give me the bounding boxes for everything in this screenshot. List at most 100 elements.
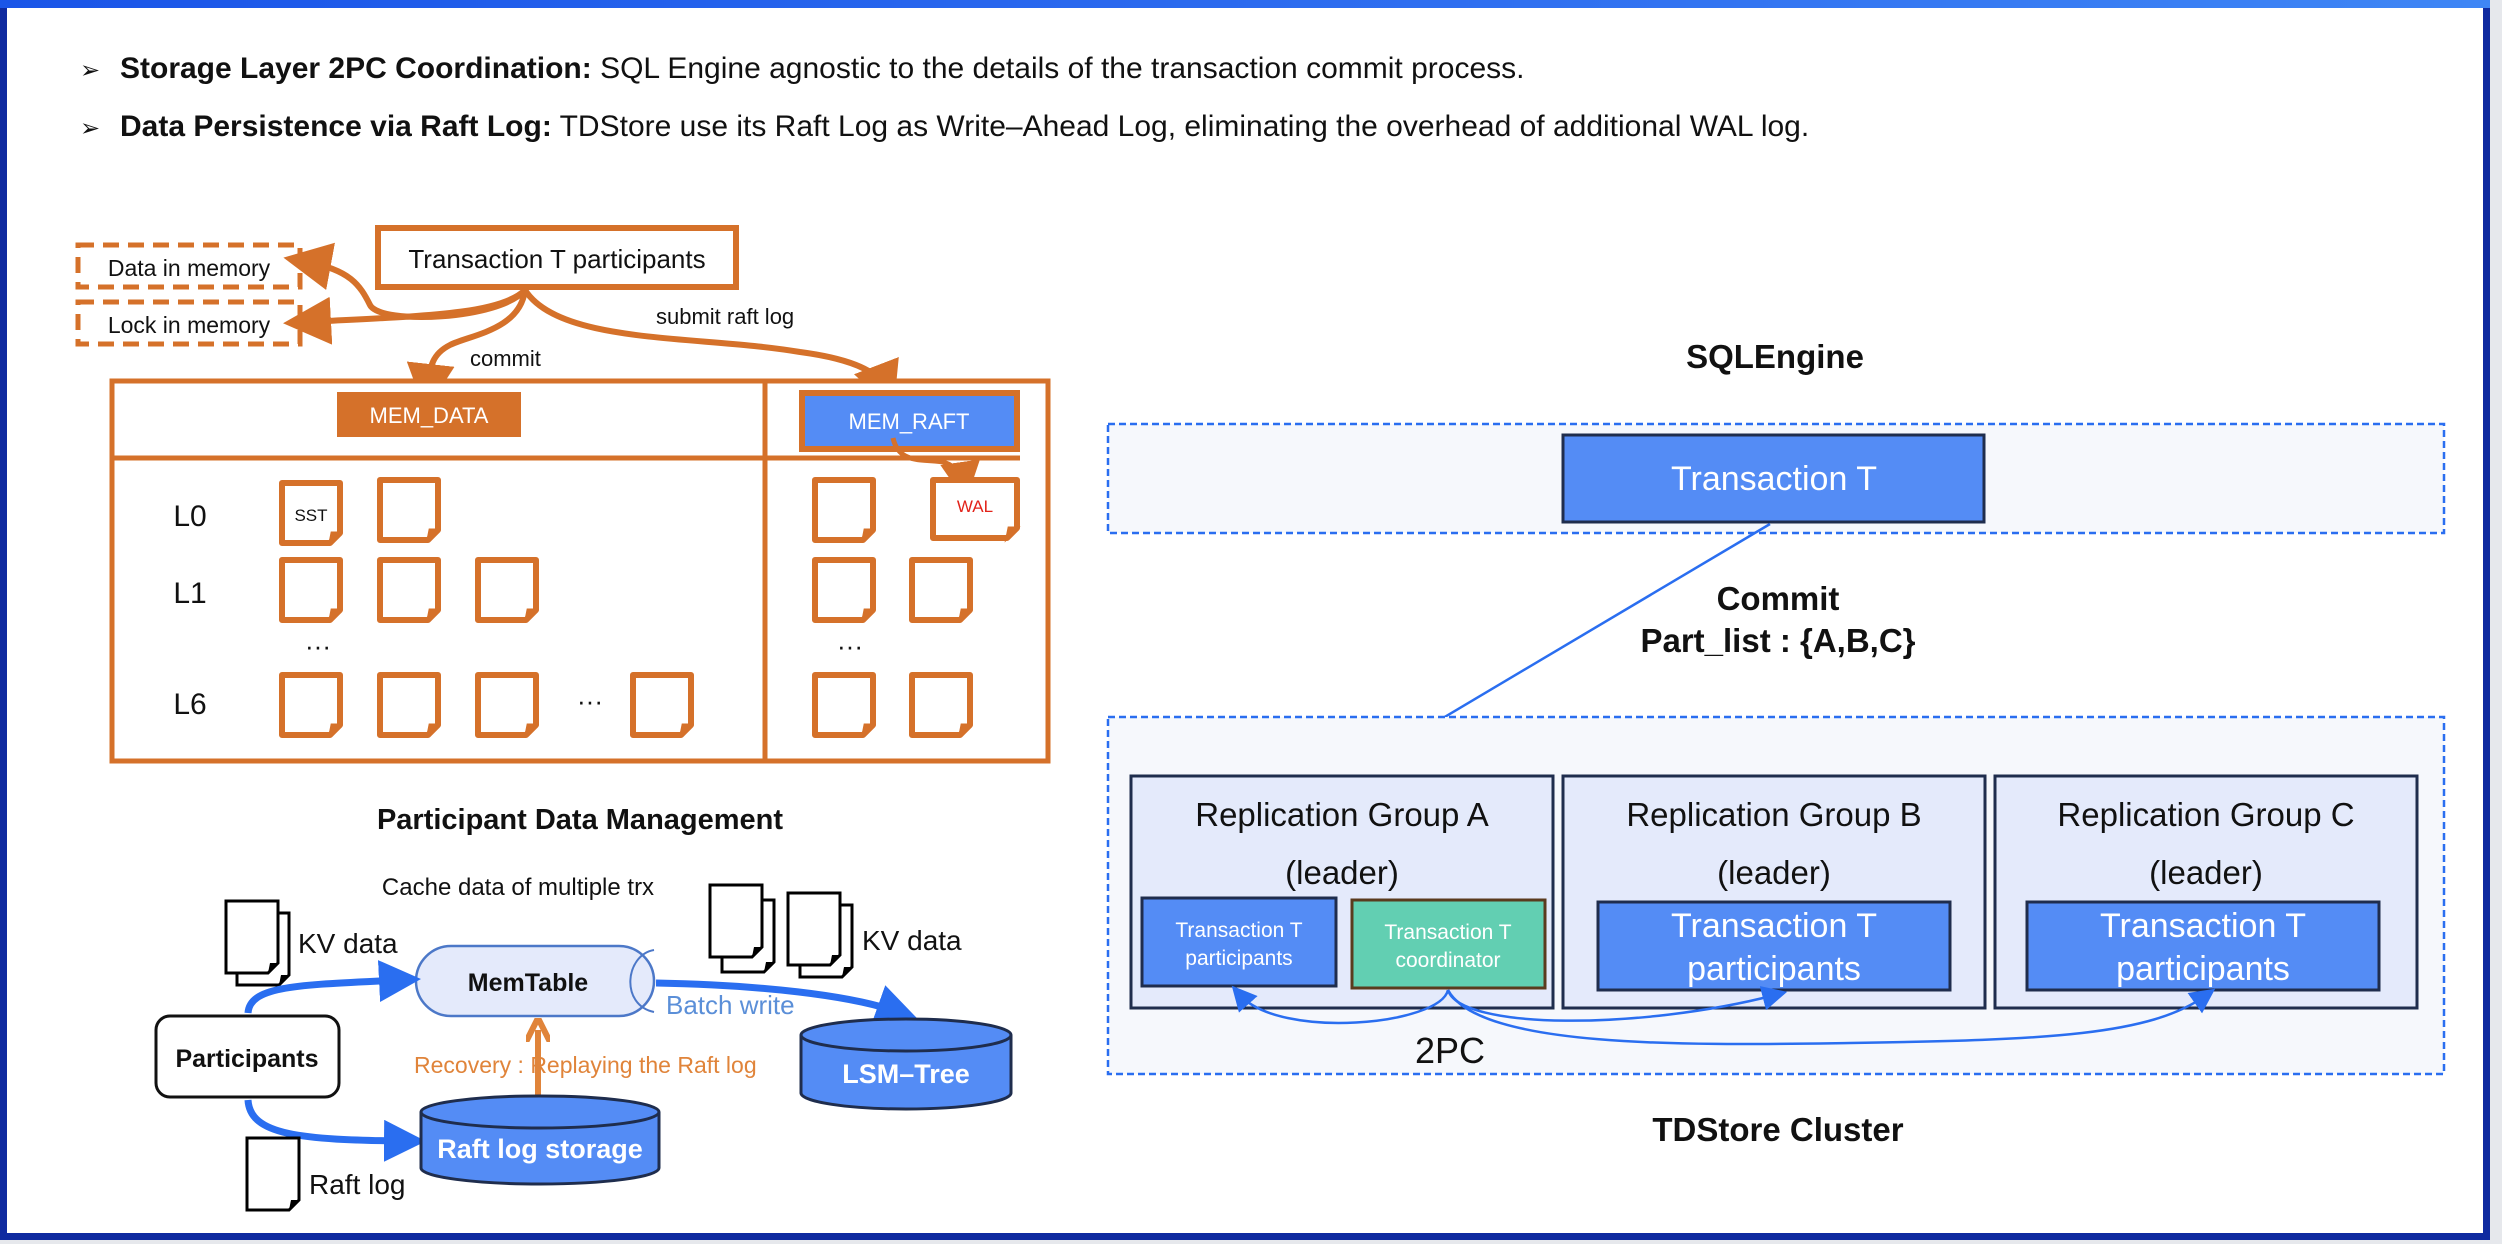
ellipsis-l6: ··· xyxy=(577,686,603,716)
file-icon xyxy=(478,675,536,735)
file-icon xyxy=(380,560,438,620)
kv-data-left-label: KV data xyxy=(298,928,398,959)
replication-group-b: Replication Group B (leader) Transaction… xyxy=(1561,774,1987,1010)
level-label-l6: L6 xyxy=(173,688,206,721)
document-icon xyxy=(224,899,280,975)
svg-text:coordinator: coordinator xyxy=(1395,949,1500,972)
batch-write-arrow xyxy=(655,979,918,1025)
svg-text:Transaction T: Transaction T xyxy=(1384,921,1511,944)
submit-raft-log-arrow xyxy=(522,288,899,411)
svg-text:Transaction T: Transaction T xyxy=(1175,919,1302,942)
raft-log-document-icon xyxy=(245,1136,301,1212)
file-icon xyxy=(912,675,970,735)
group-b-participants-node: Transaction T participants xyxy=(1596,900,1952,992)
wal-label: WAL xyxy=(957,497,993,516)
svg-text:MemTable: MemTable xyxy=(468,969,588,997)
participant-flow-arrows xyxy=(244,960,918,1162)
ellipsis-left: ··· xyxy=(305,631,331,661)
memtable-node: MemTable xyxy=(414,944,656,1018)
group-c-participants-node: Transaction T participants xyxy=(2025,900,2381,992)
batch-write-label: Batch write xyxy=(666,990,795,1020)
svg-text:Raft log storage: Raft log storage xyxy=(437,1134,643,1164)
two-phase-commit-arrows xyxy=(1231,985,2216,1046)
bullet-text: TDStore use its Raft Log as Write–Ahead … xyxy=(551,110,1810,143)
bullet-2pc: ➢ Storage Layer 2PC Coordination: SQL Eng… xyxy=(80,52,1524,86)
memory-dashed-box-data: Data in memory xyxy=(75,242,303,290)
group-a-participants-node: Transaction T participants xyxy=(1140,896,1338,988)
2pc-arrow-to-c xyxy=(1446,988,2216,1046)
lsm-tree-cylinder: LSM–Tree xyxy=(799,1017,1013,1111)
arrowhead-bullet-icon: ➢ xyxy=(80,115,101,142)
replication-group-a: Replication Group A (leader) Transaction… xyxy=(1129,774,1555,1010)
submit-raft-log-label: submit raft log xyxy=(656,304,794,329)
mem-data-box: MEM_DATA xyxy=(337,392,521,437)
svg-text:Replication Group C: Replication Group C xyxy=(2057,796,2354,833)
2pc-label: 2PC xyxy=(1415,1030,1485,1071)
file-icon xyxy=(282,560,340,620)
svg-text:LSM–Tree: LSM–Tree xyxy=(842,1059,970,1089)
svg-text:participants: participants xyxy=(2116,950,2290,988)
svg-text:Transaction T: Transaction T xyxy=(1671,460,1877,498)
bullet-raft: ➢ Data Persistence via Raft Log: TDStore … xyxy=(80,110,1809,144)
svg-text:participants: participants xyxy=(1185,947,1292,970)
kv-files-left xyxy=(224,899,291,987)
lock-in-memory-label: Lock in memory xyxy=(108,312,271,338)
svg-text:Transaction T: Transaction T xyxy=(2100,907,2306,945)
bullet-text: SQL Engine agnostic to the details of th… xyxy=(591,52,1525,85)
mem-raft-box: MEM_RAFT xyxy=(799,390,1020,452)
raft-log-label: Raft log xyxy=(309,1169,406,1200)
transaction-participants-box: Transaction T participants xyxy=(375,225,739,290)
raft-files: WAL xyxy=(815,477,1021,735)
bullet-title: Data Persistence via Raft Log: xyxy=(120,110,552,143)
svg-text:Transaction T participants: Transaction T participants xyxy=(408,244,705,274)
commit-title: Commit xyxy=(1717,580,1840,617)
kv-data-right-label: KV data xyxy=(862,925,962,956)
transaction-node: Transaction T xyxy=(1561,433,1986,524)
memory-dashed-box-lock: Lock in memory xyxy=(75,299,303,347)
svg-text:Transaction T: Transaction T xyxy=(1671,907,1877,945)
svg-text:Replication Group B: Replication Group B xyxy=(1626,796,1921,833)
svg-text:MEM_RAFT: MEM_RAFT xyxy=(849,409,970,434)
bullet-title: Storage Layer 2PC Coordination: xyxy=(120,52,592,85)
arrowhead-bullet-icon: ➢ xyxy=(80,57,101,84)
mem-raft-to-wal-arrow xyxy=(890,437,980,502)
file-icon xyxy=(912,560,970,620)
level-label-l0: L0 xyxy=(173,500,206,533)
2pc-arrow-to-a xyxy=(1231,985,1450,1025)
sst-label: SST xyxy=(294,506,327,525)
commit-arrow xyxy=(406,289,528,412)
svg-text:participants: participants xyxy=(1687,950,1861,988)
document-icon xyxy=(786,891,842,967)
file-icon xyxy=(815,560,873,620)
wal-file-icon xyxy=(930,477,1021,543)
arrow-to-lock-memory xyxy=(283,287,528,345)
svg-text:MEM_DATA: MEM_DATA xyxy=(370,403,489,428)
sql-engine-title: SQLEngine xyxy=(1686,338,1864,375)
commit-label: commit xyxy=(470,346,541,371)
svg-text:Replication Group A: Replication Group A xyxy=(1195,796,1489,833)
participants-to-raft-arrow xyxy=(244,1099,426,1162)
file-icon xyxy=(380,675,438,735)
part-list-label: Part_list : {A,B,C} xyxy=(1640,622,1915,659)
sst-files: SST xyxy=(282,480,691,735)
file-icon xyxy=(815,480,873,540)
file-icon xyxy=(815,675,873,735)
file-icon xyxy=(478,560,536,620)
participants-to-memtable-arrow xyxy=(244,960,421,1014)
svg-text:(leader): (leader) xyxy=(1717,854,1831,891)
svg-text:(leader): (leader) xyxy=(1285,854,1399,891)
kv-files-right xyxy=(708,883,854,979)
ellipsis-right: ··· xyxy=(837,631,863,661)
recovery-label: Recovery : Replaying the Raft log xyxy=(414,1052,757,1078)
source-arrows xyxy=(283,242,899,412)
file-icon xyxy=(633,675,691,735)
participant-diagram-title: Participant Data Management xyxy=(377,804,783,836)
document-icon xyxy=(708,883,764,959)
level-label-l1: L1 xyxy=(173,577,206,610)
cache-label: Cache data of multiple trx xyxy=(382,874,654,901)
group-a-coordinator-node: Transaction T coordinator xyxy=(1350,898,1547,990)
svg-text:(leader): (leader) xyxy=(2149,854,2263,891)
file-icon xyxy=(282,675,340,735)
file-icon xyxy=(380,480,438,540)
